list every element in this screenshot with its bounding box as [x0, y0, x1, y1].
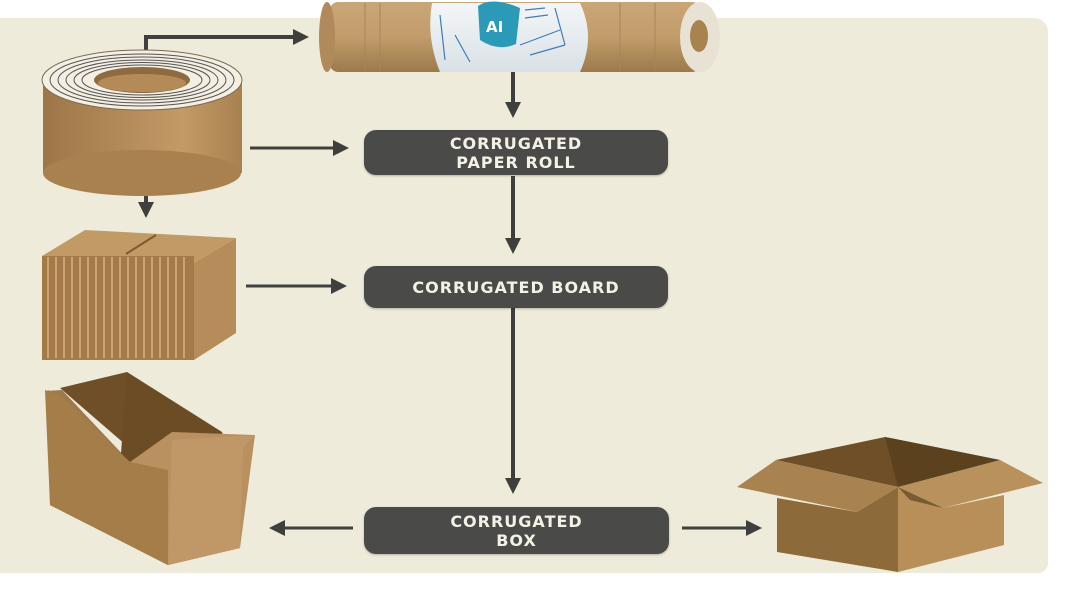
- node-label-line: CORRUGATED: [449, 133, 583, 153]
- node-corrugated-board: CORRUGATED BOARD: [364, 266, 668, 308]
- node-corrugated-paper-roll: CORRUGATED PAPER ROLL: [364, 130, 668, 175]
- tall-open-box-illustration: [45, 372, 255, 565]
- arrow-reel-to-labeled-roll: [144, 29, 309, 52]
- corrugated-block-illustration: [42, 230, 236, 360]
- node-label-line: BOX: [496, 530, 537, 550]
- raw-paper-reel-illustration: [41, 49, 243, 196]
- node-label-line: PAPER ROLL: [456, 152, 576, 172]
- labeled-paper-roll-illustration: AI: [319, 1, 720, 72]
- roll-label-logo: AI: [486, 18, 503, 36]
- wide-open-box-illustration: [737, 437, 1043, 572]
- arrows: [138, 29, 762, 536]
- node-corrugated-box: CORRUGATED BOX: [364, 507, 669, 554]
- node-label-line: CORRUGATED BOARD: [412, 277, 620, 297]
- node-label-line: CORRUGATED: [450, 511, 583, 531]
